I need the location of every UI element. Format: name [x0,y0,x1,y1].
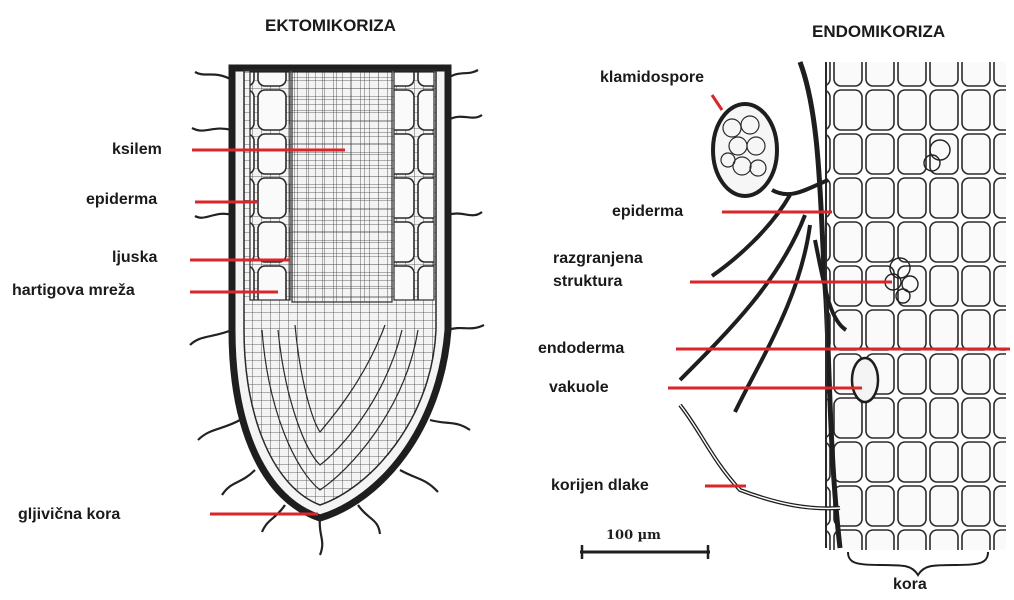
scale-bar [580,545,710,559]
ecto-title: EKTOMIKORIZA [265,16,396,36]
label-endoderma: endoderma [538,339,624,359]
scale-bar-label: 100 µm [606,528,661,543]
chlamydospore [713,104,777,196]
label-ksilem: ksilem [112,140,162,160]
ecto-root [190,68,484,555]
label-vakuole: vakuole [549,378,609,398]
endo-title: ENDOMIKORIZA [812,22,945,42]
kora-brace [848,552,988,575]
label-gljivicna: gljivična kora [18,505,120,525]
label-ecto-epiderma: epiderma [86,190,157,210]
label-endo-epiderma: epiderma [612,202,683,222]
label-korijen: korijen dlake [551,476,649,496]
label-razgranjena-line1: razgranjena [553,247,643,270]
label-kora: kora [893,575,927,595]
pointer-klamidospore [712,95,722,110]
label-klamidospore: klamidospore [600,68,704,88]
label-ljuska: ljuska [112,248,157,268]
label-razgranjena-line2: struktura [553,270,643,293]
label-razgranjena: razgranjena struktura [553,247,643,293]
label-hartig: hartigova mreža [12,281,135,301]
